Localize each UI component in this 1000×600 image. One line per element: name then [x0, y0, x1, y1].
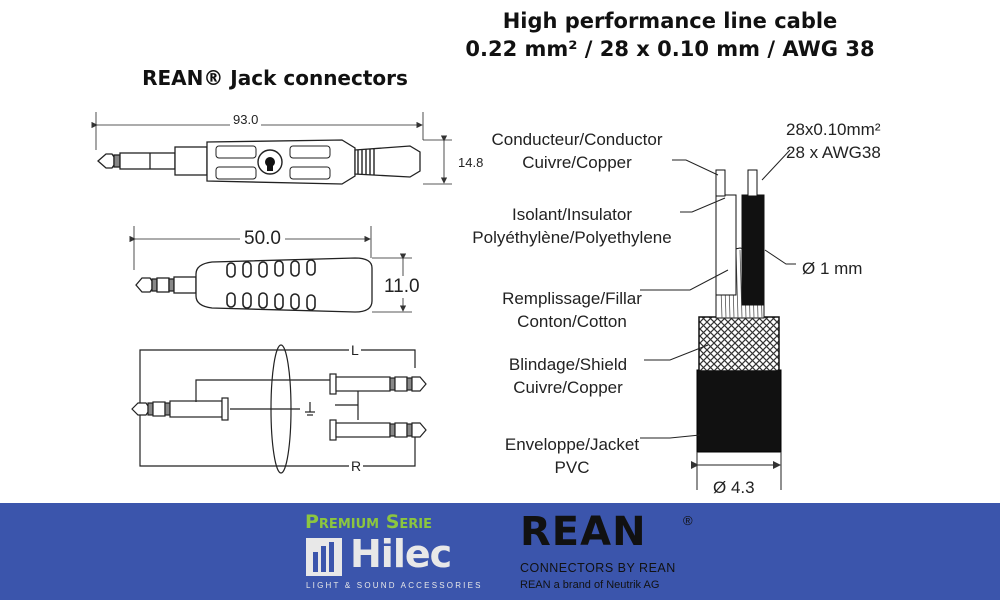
rean-subtitle: CONNECTORS BY REAN [520, 561, 676, 575]
rean-wordmark: REAN [520, 509, 647, 555]
rean-registered-mark: ® [683, 513, 693, 528]
wiring-label-left: L [349, 342, 361, 358]
premium-serie: Premium Serie [305, 511, 432, 533]
shield-label-line1: Blindage/Shield [508, 355, 628, 374]
cable-drawing [696, 169, 782, 453]
filler-label-line2: Conton/Cotton [517, 312, 627, 331]
connectors-title: REAN® Jack connectors [142, 66, 408, 90]
cable-diameter-label: Ø 4.3 [713, 478, 755, 497]
shield-label: Blindage/Shield Cuivre/Copper [478, 353, 658, 399]
wiring-diagram [131, 344, 427, 474]
plug1-diameter: 14.8 [458, 155, 484, 170]
connector-drawings [91, 112, 796, 490]
conductor-label-line2: Cuivre/Copper [522, 153, 632, 172]
strand-spec-line2: 28 x AWG38 [786, 143, 881, 162]
rean-brand-note: REAN a brand of Neutrik AG [520, 579, 660, 591]
plug1-drawing [91, 112, 452, 185]
cable-title-line1: High performance line cable [502, 9, 838, 33]
cable-title-line2: 0.22 mm² / 28 x 0.10 mm / AWG 38 [465, 37, 875, 61]
wire-diameter-label: Ø 1 mm [802, 259, 863, 278]
conductor-label: Conducteur/Conductor Cuivre/Copper [462, 128, 692, 174]
filler-label: Remplissage/Fillar Conton/Cotton [462, 287, 682, 333]
plug2-diameter: 11.0 [384, 276, 420, 298]
wiring-label-right: R [349, 458, 364, 474]
jacket-label-line2: PVC [554, 458, 590, 477]
leader-lines [640, 149, 796, 490]
footer-bar: Premium Serie Hilec LIGHT & SOUND ACCESS… [0, 503, 1000, 600]
strand-spec-label: 28x0.10mm² 28 x AWG38 [786, 118, 916, 164]
insulator-label-line1: Isolant/Insulator [511, 205, 632, 224]
insulator-label-line2: Polyéthylène/Polyethylene [472, 228, 672, 247]
plug1-length: 93.0 [230, 112, 262, 127]
filler-label-line1: Remplissage/Fillar [502, 289, 642, 308]
shield-label-line2: Cuivre/Copper [513, 378, 623, 397]
hilec-wordmark: Hilec [350, 532, 452, 576]
hilec-tagline: LIGHT & SOUND ACCESSORIES [306, 581, 483, 590]
plug2-length: 50.0 [240, 228, 285, 250]
insulator-label: Isolant/Insulator Polyéthylène/Polyethyl… [448, 203, 696, 249]
strand-spec-line1: 28x0.10mm² [786, 120, 881, 139]
jacket-label: Enveloppe/Jacket PVC [472, 433, 672, 479]
hilec-mark-icon [306, 538, 342, 576]
plug2-drawing [129, 226, 412, 313]
jacket-label-line1: Enveloppe/Jacket [504, 435, 640, 454]
conductor-label-line1: Conducteur/Conductor [491, 130, 663, 149]
